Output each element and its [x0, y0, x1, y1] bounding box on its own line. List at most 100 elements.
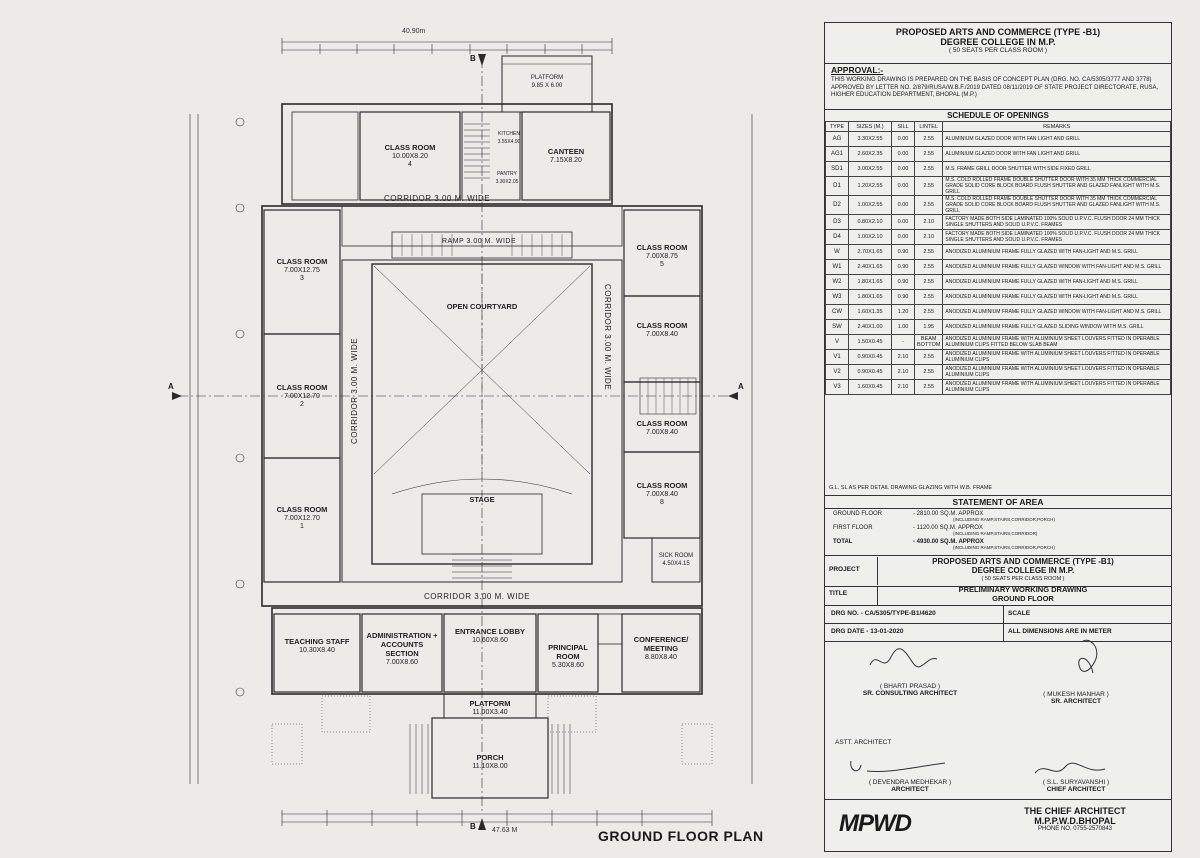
section-mark-a-right: A [738, 382, 744, 391]
schedule-cell: V3 [825, 379, 849, 395]
approval-title: APPROVAL:- [831, 65, 884, 75]
ground-floor-plan: 40.90m 47.63 M A A B B CORRIDOR 3.00 M. … [92, 24, 820, 844]
schedule-cell: 3.00X2.55 [848, 161, 892, 177]
stage: STAGE [469, 495, 495, 504]
schedule-cell: D1 [825, 176, 849, 196]
schedule-cell: M.S. COLD ROLLED FRAME DOUBLE SHUTTER DO… [942, 195, 1171, 215]
corridor-right-label: CORRIDOR 3.00 M. WIDE [603, 284, 612, 391]
schedule-cell: 2.55 [913, 161, 944, 177]
schedule-cell: 1.60X0.45 [848, 379, 892, 395]
schedule-cell: M.S. FRAME GRILL DOOR SHUTTER WITH SIDE … [942, 161, 1171, 177]
schedule-cell: ALUMINIUM GLAZED DOOR WITH FAN LIGHT AND… [942, 146, 1171, 162]
area-row-total: TOTAL- 4930.00 SQ.M. APPROX(INCLUDING RA… [833, 539, 1055, 550]
drg-no-row: DRG NO. - CA/5305/TYPE-B1/4620 SCALE [825, 605, 1171, 624]
signature-devendra-medhekar [850, 760, 946, 773]
schedule-header: REMARKS [942, 121, 1171, 132]
schedule-cell: 0.00 [891, 131, 915, 147]
schedule-cell: FACTORY MADE BOTH SIDE LAMINATED 100% SO… [942, 229, 1171, 245]
panel-header: PROPOSED ARTS AND COMMERCE (TYPE -B1) DE… [825, 23, 1171, 64]
approval-text: THIS WORKING DRAWING IS PREPARED ON THE … [831, 77, 1159, 98]
signature-block-2: ( MUKESH MANHAR ) SR. ARCHITECT [1043, 691, 1109, 705]
schedule-cell: 2.55 [913, 244, 944, 260]
schedule-cell: 2.55 [913, 349, 944, 365]
schedule-cell: AG [825, 131, 849, 147]
schedule-cell: 1.80X1.65 [848, 274, 892, 290]
area-row-first: FIRST FLOOR- 1120.00 SQ.M. APPROX(INCLUD… [833, 525, 1038, 536]
area-title: STATEMENT OF AREA [825, 495, 1171, 509]
schedule-cell: 2.10 [891, 349, 915, 365]
chief-architect-office: THE CHIEF ARCHITECT M.P.P.W.D.BHOPAL PHO… [1024, 806, 1126, 832]
schedule-cell: SW [825, 319, 849, 335]
schedule-cell: D4 [825, 229, 849, 245]
schedule-cell: 1.95 [913, 319, 944, 335]
panel-footer: MPWD THE CHIEF ARCHITECT M.P.P.W.D.BHOPA… [825, 799, 1171, 852]
schedule-cell: 0.90 [891, 274, 915, 290]
schedule-cell: 2.55 [913, 304, 944, 320]
title-row: TITLE PRELIMINARY WORKING DRAWING GROUND… [825, 585, 1171, 606]
schedule-cell: W1 [825, 259, 849, 275]
drg-no: DRG NO. - CA/5305/TYPE-B1/4620 [831, 610, 936, 617]
asst-architect-label: ASTT. ARCHITECT [835, 739, 892, 746]
schedule-cell: D2 [825, 195, 849, 215]
header-line-1: PROPOSED ARTS AND COMMERCE (TYPE -B1) [895, 27, 1101, 37]
signature-mukesh-manhar [1078, 639, 1098, 674]
header-line-3: ( 50 SEATS PER CLASS ROOM ) [948, 47, 1048, 54]
section-mark-b-top: B [470, 54, 476, 63]
schedule-cell: 0.90 [891, 289, 915, 305]
approval-section: APPROVAL:- THIS WORKING DRAWING IS PREPA… [831, 65, 1165, 100]
schedule-cell: 2.55 [913, 289, 944, 305]
drg-date-row: DRG DATE - 13-01-2020 ALL DIMENSIONS ARE… [825, 623, 1171, 642]
title-value: PRELIMINARY WORKING DRAWING GROUND FLOOR [877, 585, 1168, 605]
header-line-2: DEGREE COLLEGE IN M.P. [940, 37, 1056, 47]
schedule-cell: 2.55 [913, 146, 944, 162]
schedule-cell: CW [825, 304, 849, 320]
schedule-cell: 3.30X2.55 [848, 131, 892, 147]
ramp-label: RAMP 3.00 M. WIDE [442, 238, 517, 245]
schedule-cell: 2.55 [913, 274, 944, 290]
schedule-cell: 0.00 [891, 161, 915, 177]
open-courtyard: OPEN COURTYARD [446, 302, 518, 311]
signature-block-1: ( BHARTI PRASAD ) SR. CONSULTING ARCHITE… [862, 683, 958, 697]
schedule-cell: 1.80X1.65 [848, 289, 892, 305]
schedule-cell: ANODIZED ALUMINIUM FRAME WITH ALUMINIUM … [942, 364, 1171, 380]
schedule-cell: 2.70X1.65 [848, 244, 892, 260]
schedule-header-row: TYPE SIZES (M.) SILL LINTEL REMARKS [825, 121, 1171, 132]
plan-title: GROUND FLOOR PLAN [598, 828, 764, 844]
section-mark-a-left: A [168, 382, 174, 391]
schedule-cell: V1 [825, 349, 849, 365]
project-value: PROPOSED ARTS AND COMMERCE (TYPE -B1) DE… [877, 557, 1168, 585]
schedule-cell: ANODIZED ALUMINIUM FRAME WITH ALUMINIUM … [942, 349, 1171, 365]
schedule-cell: 0.90X0.45 [848, 364, 892, 380]
title-label: TITLE [829, 590, 848, 597]
corridor-bottom-label: CORRIDOR 3.00 M. WIDE [424, 592, 531, 601]
schedule-cell: ANODIZED ALUMINIUM FRAME FULLY GLAZED WI… [942, 289, 1171, 305]
scale-label: SCALE [1003, 605, 1030, 623]
project-row: PROJECT PROPOSED ARTS AND COMMERCE (TYPE… [825, 555, 1171, 587]
schedule-cell: V [825, 334, 849, 350]
schedule-cell: 2.55 [913, 379, 944, 395]
